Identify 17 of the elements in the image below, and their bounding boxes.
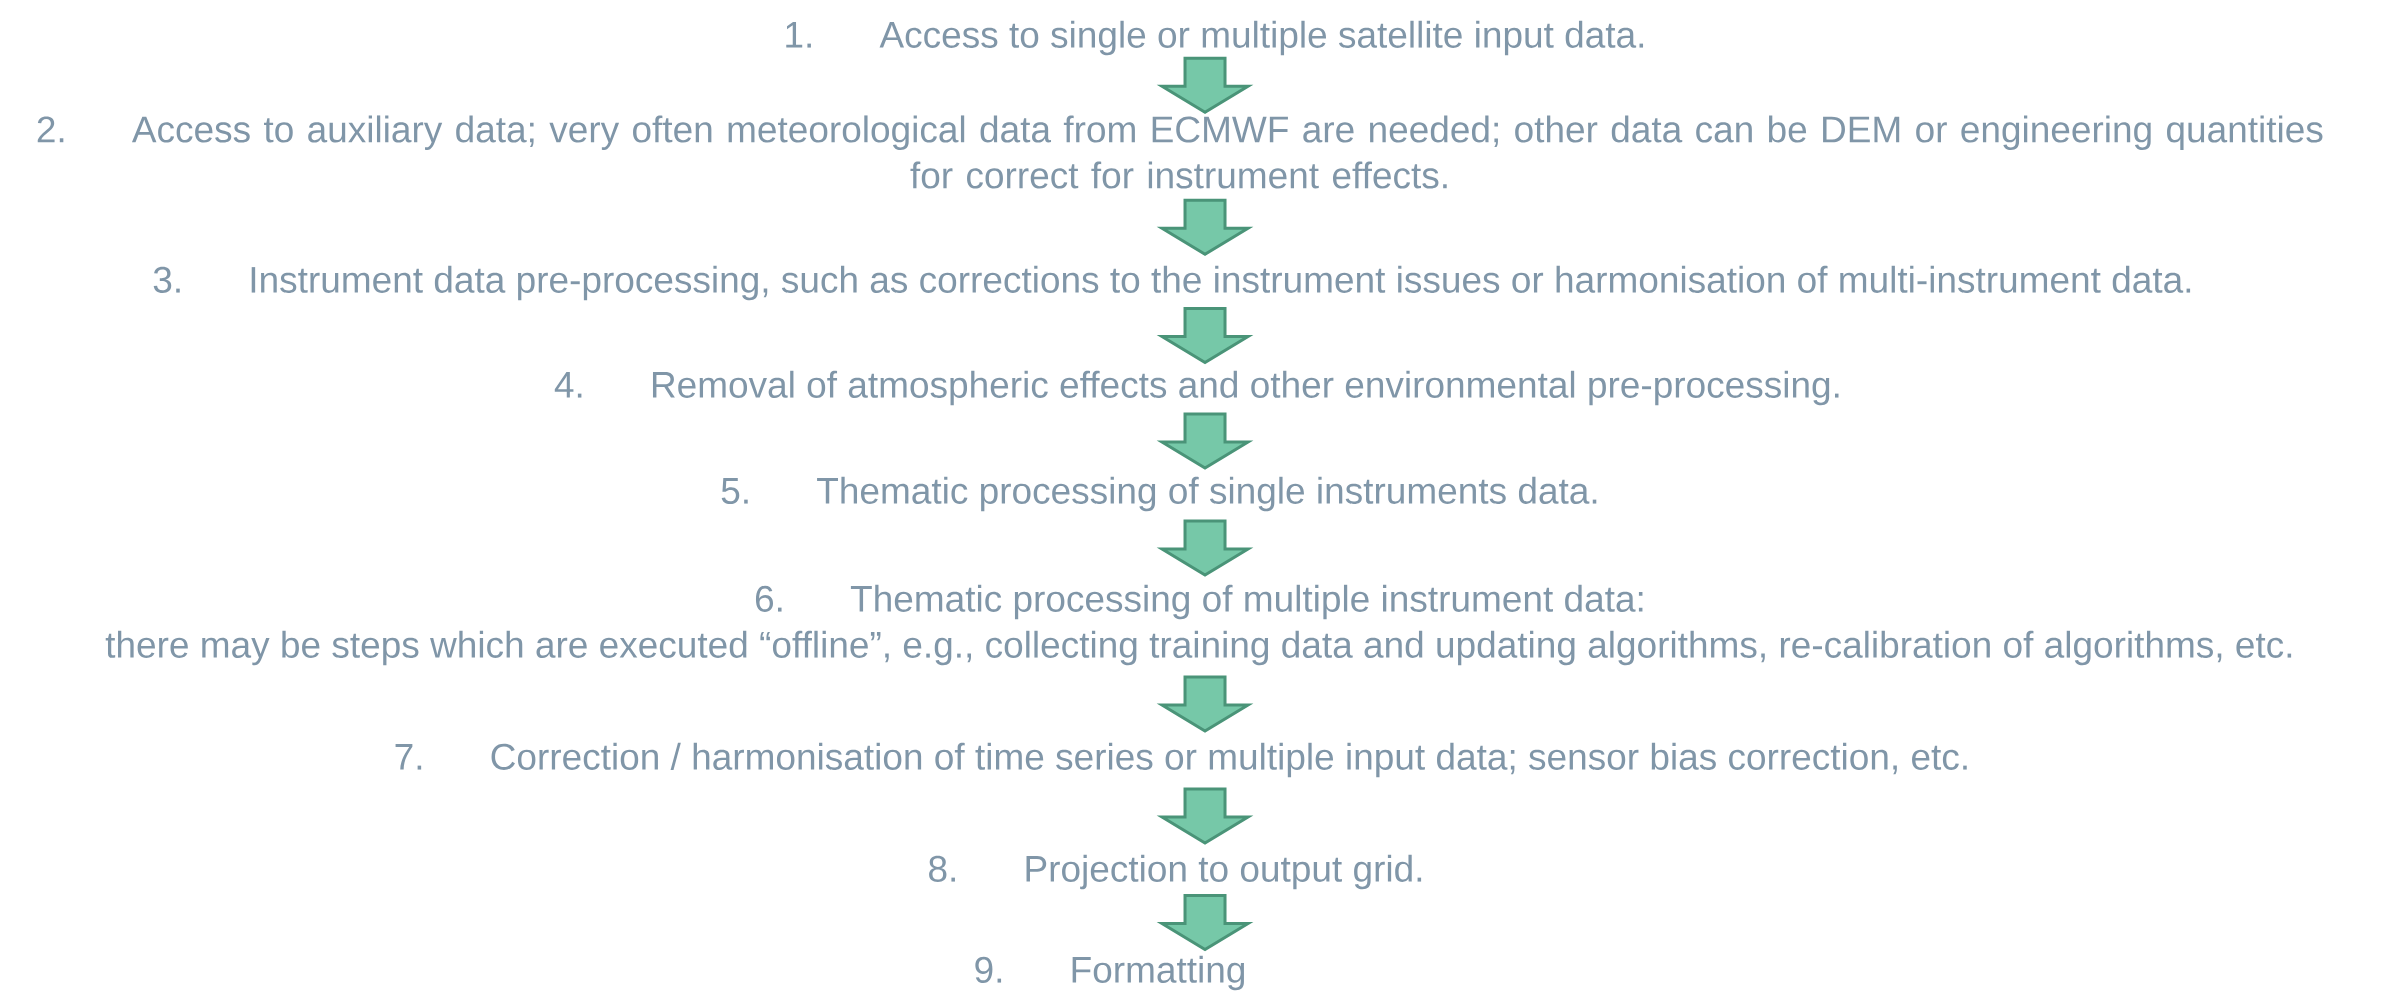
block-arrow bbox=[1156, 894, 1254, 952]
list-item: 4. Removal of atmospheric effects and other environmental pre-processing. bbox=[554, 370, 1839, 406]
list-item: 5. Thematic processing of single instruments data. bbox=[721, 476, 1597, 512]
block-arrow bbox=[1156, 519, 1254, 577]
list-item: 2. Access to auxiliary data; very often meteorological data from ECMWF are needed; other data can be DEM or engineering quantities for correct for instrument effects. bbox=[37, 115, 2323, 189]
list-item: 9. Formatting bbox=[975, 955, 1245, 991]
block-arrow bbox=[1156, 198, 1254, 256]
block-arrow bbox=[1156, 56, 1254, 115]
block-arrow bbox=[1156, 787, 1254, 845]
list-item: 7. Correction / harmonisation of time series or multiple input data; sensor bias correction, etc. bbox=[395, 742, 1967, 778]
list-item: 6. Thematic processing of multiple instrument data: there may be steps which are executed “offline”, e.g., collecting training data and updating algorithms, re-calibration of algorithms, etc. bbox=[105, 584, 2292, 666]
list-item: 8. Projection to output grid. bbox=[929, 854, 1422, 890]
list-item: 1. Access to single or multiple satellite input data. bbox=[786, 20, 1644, 56]
block-arrow bbox=[1156, 675, 1254, 733]
block-arrow bbox=[1156, 307, 1254, 365]
list-item: 3. Instrument data pre-processing, such as corrections to the instrument issues or harmonisation of multi-instrument data. bbox=[153, 265, 2191, 301]
block-arrow bbox=[1156, 412, 1254, 470]
